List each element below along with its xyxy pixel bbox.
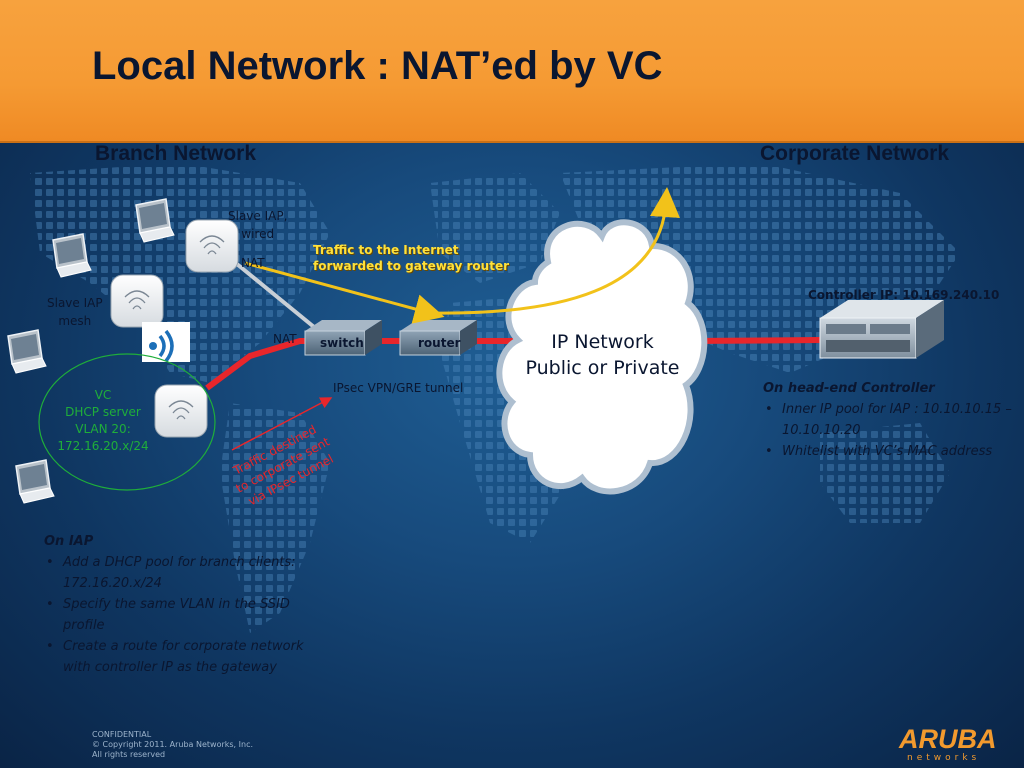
cloud-label: IP Network Public or Private	[525, 331, 680, 379]
internet-traffic-note: Traffic to the Internet forwarded to gat…	[313, 243, 510, 273]
wired-iap-link	[230, 258, 327, 338]
list-item: Inner IP pool for IAP : 10.10.10.15 – 10…	[763, 399, 1021, 441]
laptop-icon	[52, 233, 92, 278]
nat-label-switch: NAT	[273, 332, 297, 346]
laptop-icon	[15, 459, 55, 504]
footer-line: All rights reserved	[92, 750, 166, 759]
wifi-signal-icon	[142, 322, 190, 363]
footer-line: © Copyright 2011. Aruba Networks, Inc.	[92, 740, 254, 749]
footer-confidential: CONFIDENTIAL © Copyright 2011. Aruba Net…	[92, 730, 253, 760]
head-end-notes: On head-end Controller Inner IP pool for…	[763, 378, 1021, 462]
access-point-icon	[185, 219, 239, 273]
list-item: Specify the same VLAN in the SSID profil…	[44, 594, 314, 636]
list-item: Whitelist with VC’s MAC address	[763, 441, 1021, 462]
laptop-icon	[7, 329, 47, 374]
branch-network-heading: Branch Network	[95, 142, 257, 165]
nat-label-top: NAT	[241, 256, 265, 270]
logo-word: ARUBA	[899, 724, 997, 754]
access-point-icon	[154, 384, 208, 438]
logo-sub: networks	[907, 753, 981, 763]
list-item: Add a DHCP pool for branch clients: 172.…	[44, 552, 314, 594]
footer-line: CONFIDENTIAL	[92, 730, 152, 739]
iap-notes-heading: On IAP	[44, 534, 94, 549]
red-corporate-arrow	[231, 397, 333, 451]
vc-dhcp-note: VC DHCP server VLAN 20: 172.16.20.x/24	[57, 388, 149, 453]
head-end-notes-list: Inner IP pool for IAP : 10.10.10.15 – 10…	[763, 399, 1021, 462]
head-end-notes-heading: On head-end Controller	[763, 381, 935, 396]
vc-boundary	[38, 353, 216, 491]
iap-notes: On IAP Add a DHCP pool for branch client…	[44, 531, 314, 678]
tunnel-label: IPsec VPN/GRE tunnel	[333, 381, 464, 395]
controller-icon	[819, 300, 944, 359]
slave-iap-mesh-label: Slave IAP mesh	[47, 296, 103, 328]
router-label: router	[418, 336, 461, 350]
access-point-icon	[110, 274, 164, 328]
switch-icon	[304, 320, 382, 356]
controller-ip-label: Controller IP: 10.169.240.10	[808, 288, 1000, 302]
slave-iap-wired-label: Slave IAP, wired	[228, 209, 288, 241]
cloud-icon	[496, 219, 708, 495]
switch-label: switch	[320, 336, 364, 350]
iap-notes-list: Add a DHCP pool for branch clients: 172.…	[44, 552, 314, 678]
aruba-logo: ARUBA networks	[899, 724, 1015, 764]
yellow-internet-path	[244, 261, 445, 324]
list-item: Create a route for corporate network wit…	[44, 636, 314, 678]
yellow-internet-path-2	[429, 187, 680, 315]
laptop-icon	[135, 198, 175, 243]
corporate-network-heading: Corporate Network	[760, 142, 950, 165]
slide-header: Local Network : NAT’ed by VC	[0, 0, 1024, 143]
slide-title: Local Network : NAT’ed by VC	[92, 44, 663, 88]
router-icon	[399, 320, 477, 356]
